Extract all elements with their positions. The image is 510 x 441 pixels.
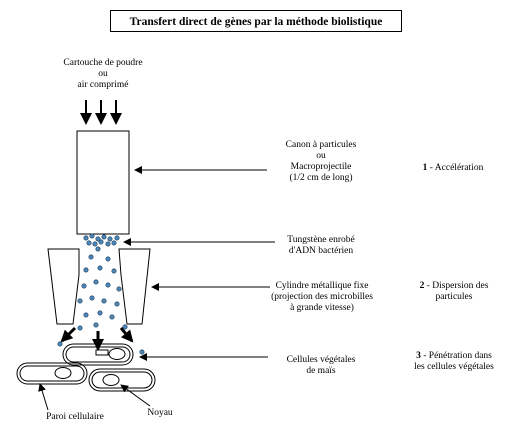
canon-label-line-3: Macroprojectile <box>290 162 352 172</box>
penetration-arrow-right <box>119 327 134 343</box>
cylinder-right-wall <box>118 248 151 325</box>
paroi-label: Paroi cellulaire <box>46 412 104 422</box>
diagram-title: Transfert direct de gènes par la méthode… <box>110 10 402 32</box>
macroprojectile <box>76 130 130 235</box>
canon-label-line-4: (1/2 cm de long) <box>289 173 353 183</box>
step-3-number: 3 <box>416 351 421 361</box>
tungstene-label-line-1: Tungstène enrobé <box>287 235 355 245</box>
source-line-1: Cartouche de poudre <box>63 58 143 68</box>
canon-label-line-2: ou <box>316 151 326 161</box>
nucleus <box>102 374 120 386</box>
tungsten-particles <box>83 233 120 252</box>
canon-label: Canon à particules ou Macroprojectile (1… <box>266 140 376 184</box>
step-3: 3 - Pénétration dans les cellules végéta… <box>402 351 506 373</box>
step-1-number: 1 <box>422 163 428 173</box>
cylindre-label-line-3: à grande vitesse) <box>290 303 354 313</box>
source-line-3: air comprimé <box>77 80 129 90</box>
cellules-label-line-2: de maïs <box>306 366 336 376</box>
noyau-pointer <box>120 384 151 407</box>
step-2-number: 2 <box>419 281 425 291</box>
step-2-text-2: particules <box>435 292 473 302</box>
step-1: 1 - Accélération <box>408 163 498 174</box>
tungstene-label-line-2: d'ADN bactérien <box>288 246 354 256</box>
canon-label-line-1: Canon à particules <box>285 140 357 150</box>
tungstene-label: Tungstène enrobé d'ADN bactérien <box>266 235 376 257</box>
source-label: Cartouche de poudre ou air comprimé <box>48 58 158 91</box>
propulsion-arrows <box>80 100 122 125</box>
cylindre-label: Cylindre métallique fixe (projection des… <box>262 281 382 314</box>
step-2-text: - Dispersion des <box>426 281 489 291</box>
plant-cell-left <box>16 362 88 385</box>
step-3-text: - Pénétration dans <box>423 351 492 361</box>
penetration-arrow-left <box>60 326 77 343</box>
plant-cell-top <box>62 343 134 366</box>
noyau-label: Noyau <box>147 408 173 418</box>
penetration-arrows <box>60 326 134 351</box>
step-3-text-2: les cellules végétales <box>414 362 494 372</box>
nucleus <box>108 348 126 360</box>
source-line-2: ou <box>98 69 108 79</box>
cellules-label-line-1: Cellules végétales <box>286 355 356 365</box>
cylindre-label-line-1: Cylindre métallique fixe <box>275 281 369 291</box>
plant-cell-right <box>88 368 156 392</box>
cellules-label: Cellules végétales de maïs <box>266 355 376 377</box>
cylindre-label-line-2: (projection des microbilles <box>271 292 373 302</box>
step-1-text: - Accélération <box>429 163 484 173</box>
cylinder-left-wall <box>47 248 80 325</box>
dispersing-particles <box>57 254 145 355</box>
paroi-pointer <box>38 383 49 411</box>
step-2: 2 - Dispersion des particules <box>406 281 502 303</box>
nucleus <box>54 367 72 379</box>
